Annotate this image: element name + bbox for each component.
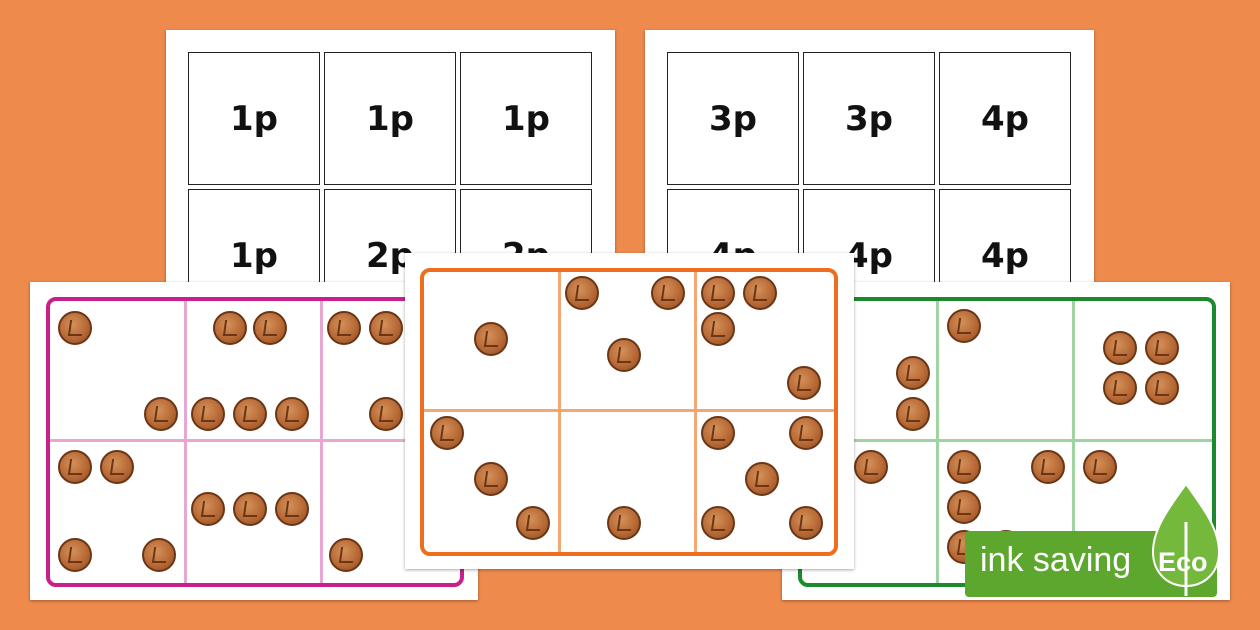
coin-grid [50, 301, 460, 583]
penny-coin-icon [1083, 450, 1118, 484]
penny-coin-icon [854, 450, 888, 484]
penny-coin-icon [896, 356, 930, 390]
penny-coin-icon [474, 322, 508, 356]
coin-cell [50, 442, 187, 583]
penny-coin-icon [745, 462, 780, 496]
penny-coin-icon [212, 311, 247, 345]
coin-cell [1075, 301, 1212, 442]
penny-coin-icon [142, 538, 176, 572]
penny-coin-icon [327, 311, 362, 345]
penny-coin-icon [946, 450, 981, 484]
penny-coin-icon [369, 311, 404, 345]
penny-coin-icon [946, 490, 981, 524]
penny-coin-icon [430, 416, 464, 450]
coin-card-pink [46, 297, 464, 587]
penny-coin-icon [58, 311, 92, 345]
price-label: 4p [939, 52, 1071, 185]
penny-coin-icon [58, 538, 92, 572]
coin-sheet-orange [405, 253, 854, 569]
coin-cell [323, 442, 460, 583]
penny-coin-icon [650, 276, 685, 310]
penny-coin-icon [1145, 371, 1180, 405]
penny-coin-icon [564, 276, 599, 310]
ink-saving-label: ink saving [980, 541, 1132, 579]
eco-label: Eco [1158, 547, 1208, 577]
penny-coin-icon [1145, 331, 1180, 365]
penny-coin-icon [896, 397, 930, 431]
coin-cell [187, 442, 324, 583]
penny-coin-icon [190, 397, 225, 431]
penny-coin-icon [369, 397, 404, 431]
coin-cell [938, 301, 1076, 442]
price-label-sheet-left: 1p 1p 1p 1p 2p 2p [166, 30, 615, 322]
coin-cell [424, 412, 561, 552]
leaf-icon [1151, 482, 1221, 596]
penny-coin-icon [274, 492, 309, 526]
penny-coin-icon [474, 462, 508, 496]
penny-coin-icon [1103, 331, 1138, 365]
coin-cell [560, 272, 698, 412]
price-label: 1p [188, 52, 320, 185]
coin-sheet-pink [30, 282, 478, 600]
penny-coin-icon [100, 450, 134, 484]
penny-coin-icon [946, 309, 981, 343]
coin-cell [802, 442, 939, 583]
coin-cell [186, 301, 324, 442]
coin-cell [50, 301, 187, 442]
coin-cell [1075, 442, 1212, 583]
penny-coin-icon [252, 311, 287, 345]
penny-coin-icon [743, 276, 778, 310]
coin-cell [697, 412, 834, 552]
price-label: 1p [324, 52, 456, 185]
penny-coin-icon [329, 538, 364, 572]
penny-coin-icon [58, 450, 92, 484]
penny-coin-icon [789, 506, 824, 540]
penny-coin-icon [232, 397, 267, 431]
penny-coin-icon [701, 276, 736, 310]
penny-coin-icon [606, 338, 641, 372]
penny-coin-icon [787, 366, 822, 400]
penny-coin-icon [190, 492, 225, 526]
penny-coin-icon [274, 397, 309, 431]
coin-cell [424, 272, 561, 412]
price-label-grid-left: 1p 1p 1p 1p 2p 2p [188, 52, 592, 322]
penny-coin-icon [516, 506, 550, 540]
coin-card-orange [420, 268, 838, 556]
price-label: 1p [460, 52, 592, 185]
penny-coin-icon [232, 492, 267, 526]
price-label: 3p [667, 52, 799, 185]
coin-cell [802, 301, 939, 442]
penny-coin-icon [144, 397, 178, 431]
coin-grid [424, 272, 834, 552]
penny-coin-icon [701, 506, 736, 540]
penny-coin-icon [1030, 450, 1065, 484]
penny-coin-icon [701, 416, 736, 450]
penny-coin-icon [606, 506, 641, 540]
price-label: 3p [803, 52, 935, 185]
penny-coin-icon [701, 312, 736, 346]
penny-coin-icon [789, 416, 824, 450]
penny-coin-icon [1103, 371, 1138, 405]
coin-cell [561, 412, 698, 552]
coin-cell [697, 272, 834, 412]
coin-cell [323, 301, 460, 442]
